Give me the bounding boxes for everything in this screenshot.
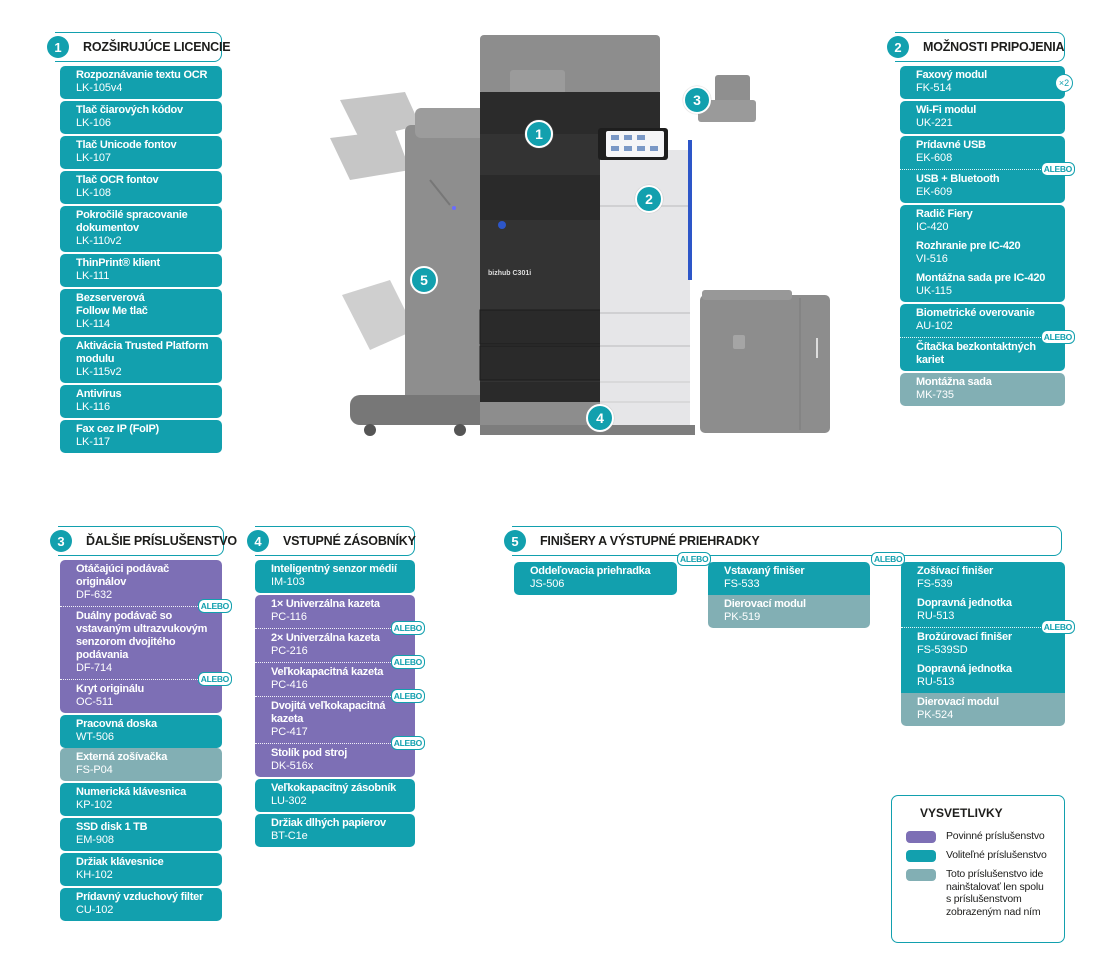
or-badge: ALEBO: [390, 689, 425, 703]
legend-swatch-dependent: [906, 869, 936, 881]
or-divider: ALEBO: [255, 621, 425, 635]
status-led: [452, 206, 456, 210]
quantity-x2-badge: ×2: [1055, 74, 1073, 92]
section-4-number: 4: [247, 530, 269, 552]
callout-2[interactable]: 2: [635, 185, 663, 213]
section-3-header: 3 ĎALŠIE PRÍSLUŠENSTVO: [50, 526, 237, 556]
legend-entry-required: Povinné príslušenstvo: [906, 830, 1054, 843]
callout-1[interactable]: 1: [525, 120, 553, 148]
brand-logo: [498, 221, 506, 229]
section-5-header: 5 FINIŠERY A VÝSTUPNÉ PRIEHRADKY: [504, 526, 1062, 556]
or-divider: ALEBO: [255, 736, 425, 750]
section-5-number: 5: [504, 530, 526, 552]
model-label: bizhub C301i: [488, 270, 531, 277]
callout-5[interactable]: 5: [410, 266, 438, 294]
or-divider: ALEBO: [255, 689, 425, 703]
or-divider: ALEBO: [60, 672, 232, 686]
section-2-header: 2 MOŽNOSTI PRIPOJENIA: [887, 32, 1065, 62]
finisher-base: [350, 395, 510, 425]
large-capacity-unit: [700, 295, 830, 433]
or-divider: ALEBO: [60, 599, 232, 613]
or-badge: ALEBO: [677, 552, 712, 566]
or-divider: ALEBO: [901, 620, 1075, 634]
accessory-card[interactable]: Fax cez IP (FoIP)LK-117: [60, 420, 222, 453]
finisher-trays: [330, 92, 420, 350]
or-divider: ALEBO: [255, 655, 425, 669]
or-badge: ALEBO: [390, 621, 425, 635]
legend-swatch-optional: [906, 850, 936, 862]
legend: VYSVETLIVKY Povinné príslušenstvo Volite…: [891, 795, 1065, 943]
or-badge: ALEBO: [871, 552, 906, 566]
or-badge: ALEBO: [1040, 620, 1075, 634]
section-4-header: 4 VSTUPNÉ ZÁSOBNÍKY: [247, 526, 416, 556]
section-2-title: MOŽNOSTI PRIPOJENIA: [923, 40, 1065, 54]
section-3-number: 3: [50, 530, 72, 552]
section-1-title: ROZŠIRUJÚCE LICENCIE: [83, 40, 231, 54]
callout-4[interactable]: 4: [586, 404, 614, 432]
or-divider: ALEBO: [900, 162, 1075, 176]
or-badge: ALEBO: [197, 599, 232, 613]
section-2-number: 2: [887, 36, 909, 58]
section-3-title: ĎALŠIE PRÍSLUŠENSTVO: [86, 534, 237, 548]
or-badge: ALEBO: [1040, 162, 1075, 176]
legend-swatch-required: [906, 831, 936, 843]
section-1-header: 1 ROZŠIRUJÚCE LICENCIE: [47, 32, 231, 62]
printer-illustration: bizhub C301i 1 2 3 4 5: [330, 30, 840, 450]
printer-drawing: bizhub C301i: [330, 35, 830, 436]
callout-3[interactable]: 3: [683, 86, 711, 114]
front-panel: [600, 150, 690, 435]
or-badge: ALEBO: [390, 655, 425, 669]
legend-entry-optional: Voliteľné príslušenstvo: [906, 849, 1054, 862]
scanner-unit: [480, 92, 660, 134]
section-4-title: VSTUPNÉ ZÁSOBNÍKY: [283, 534, 416, 548]
legend-entry-dependent: Toto príslušenstvo ide nainštalovať len …: [906, 868, 1054, 918]
or-badge: ALEBO: [197, 672, 232, 686]
or-badge: ALEBO: [390, 736, 425, 750]
or-divider: ALEBO: [900, 330, 1075, 344]
section-5-title: FINIŠERY A VÝSTUPNÉ PRIEHRADKY: [540, 534, 760, 548]
document-feeder: [480, 35, 660, 95]
legend-title: VYSVETLIVKY: [920, 806, 1003, 820]
section-1-number: 1: [47, 36, 69, 58]
or-badge: ALEBO: [1040, 330, 1075, 344]
